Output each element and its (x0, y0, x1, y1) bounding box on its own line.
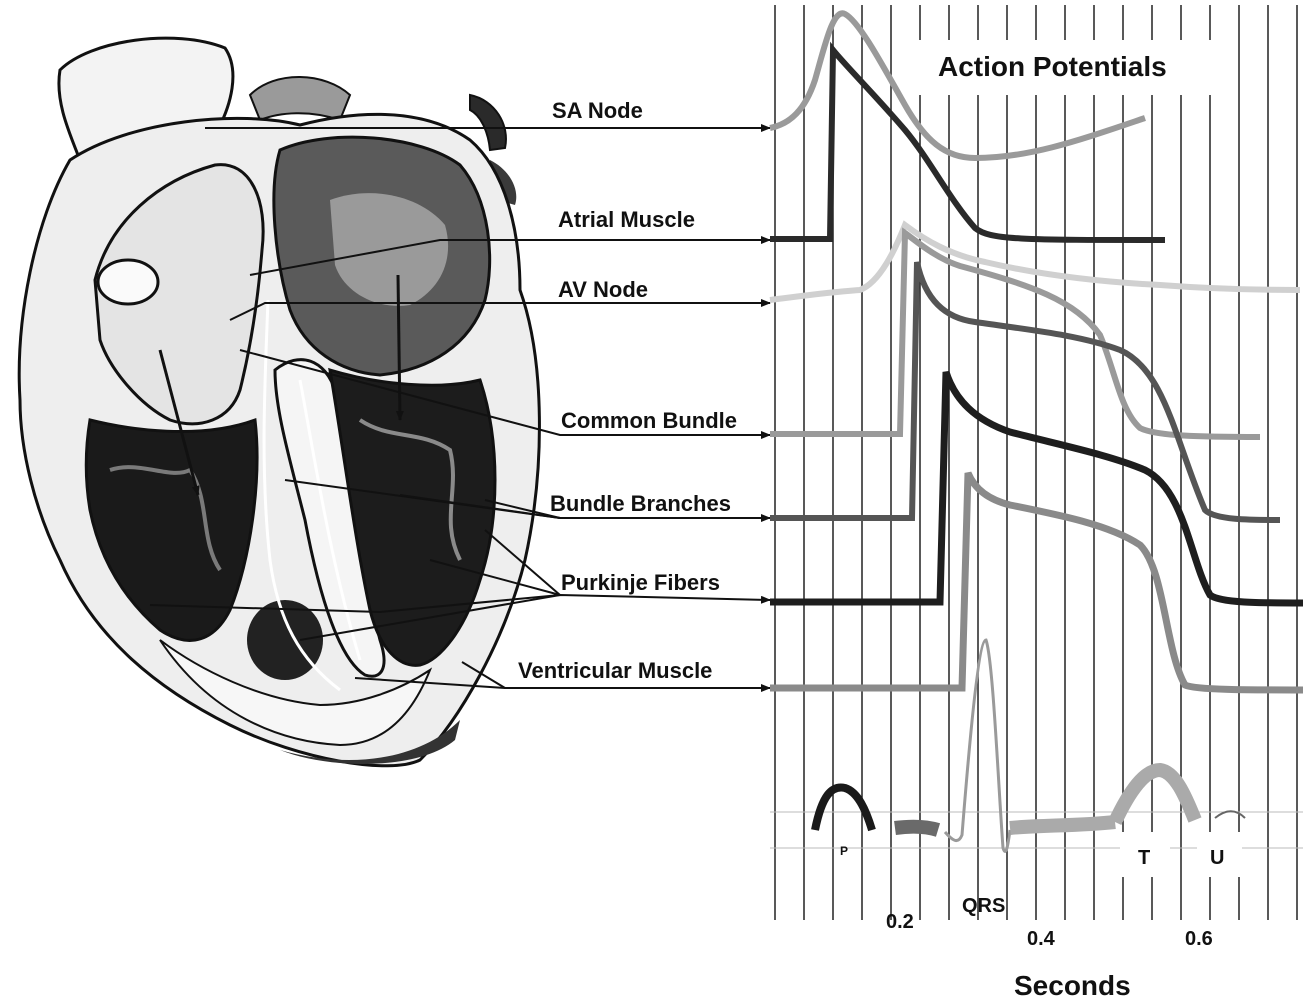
label-atrial-muscle: Atrial Muscle (558, 207, 695, 232)
x-tick-0-2: 0.2 (886, 911, 914, 933)
label-bundle-branches: Bundle Branches (550, 491, 731, 516)
trace-bundle-branches (770, 262, 1280, 520)
ecg-label-u: U (1210, 847, 1224, 869)
papillary-muscle (247, 600, 323, 680)
ecg-p-wave (815, 787, 872, 830)
action-potential-chart: Action Potentials P QRS T U 0.2 0.4 0 (770, 5, 1303, 1001)
ecg-st-segment (1010, 822, 1115, 828)
ecg-label-t: T (1138, 847, 1150, 869)
ecg-label-p: P (840, 844, 848, 858)
x-tick-0-6: 0.6 (1185, 928, 1213, 950)
heart-illustration (19, 38, 539, 766)
ecg-t-wave (1115, 770, 1195, 822)
x-tick-0-4: 0.4 (1027, 928, 1056, 950)
flow-arrow-left (398, 275, 400, 420)
x-axis-label: Seconds (1014, 970, 1131, 1001)
label-sa-node: SA Node (552, 98, 643, 123)
label-common-bundle: Common Bundle (561, 408, 737, 433)
label-av-node: AV Node (558, 277, 648, 302)
label-ventricular-muscle: Ventricular Muscle (518, 658, 712, 683)
label-purkinje-fibers: Purkinje Fibers (561, 570, 720, 595)
ecg-pr-segment (895, 827, 938, 830)
ecg-label-qrs: QRS (962, 895, 1005, 917)
trace-common-bundle (770, 233, 1260, 437)
vessel-right (470, 95, 506, 150)
time-grid (775, 5, 1297, 920)
vessel-top (250, 77, 350, 120)
vena-cava-opening (98, 260, 158, 304)
chart-title: Action Potentials (938, 51, 1167, 82)
